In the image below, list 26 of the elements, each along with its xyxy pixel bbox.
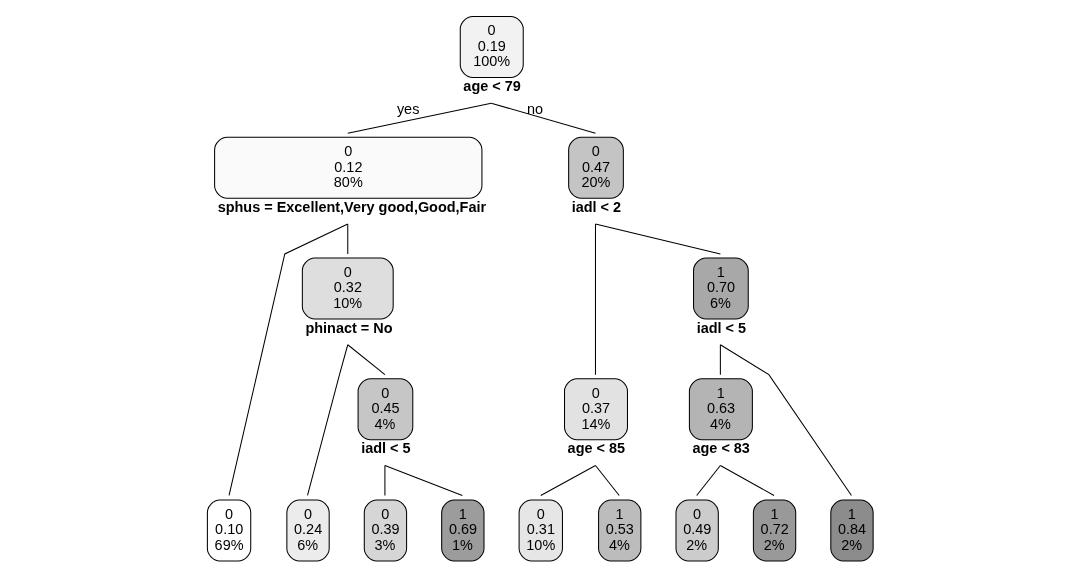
connector <box>346 102 492 134</box>
node-label: phinact = No <box>304 319 392 336</box>
node-label: age < 79 <box>462 78 521 95</box>
node-label: age < 83 <box>692 440 750 457</box>
connector <box>306 344 348 496</box>
connector <box>594 223 721 255</box>
node-label: sphus = Excellent,Very good,Good,Fair <box>217 198 486 215</box>
connector <box>719 465 775 496</box>
node-label: iadl < 5 <box>696 319 746 336</box>
connector <box>539 465 596 496</box>
connector <box>346 223 348 255</box>
connector <box>346 344 385 376</box>
node-label: iadl < 5 <box>360 440 411 457</box>
connector <box>228 223 348 496</box>
edge-label: no <box>526 101 543 118</box>
node-label: iadl < 2 <box>571 198 621 215</box>
edge-label: yes <box>396 101 419 118</box>
connector <box>594 465 620 496</box>
connector <box>490 102 596 134</box>
connector <box>383 465 463 496</box>
connector <box>719 344 852 496</box>
connector <box>383 465 385 496</box>
connector <box>594 223 596 376</box>
node-label: age < 85 <box>567 440 625 457</box>
connector <box>695 465 721 496</box>
connector <box>719 344 721 376</box>
